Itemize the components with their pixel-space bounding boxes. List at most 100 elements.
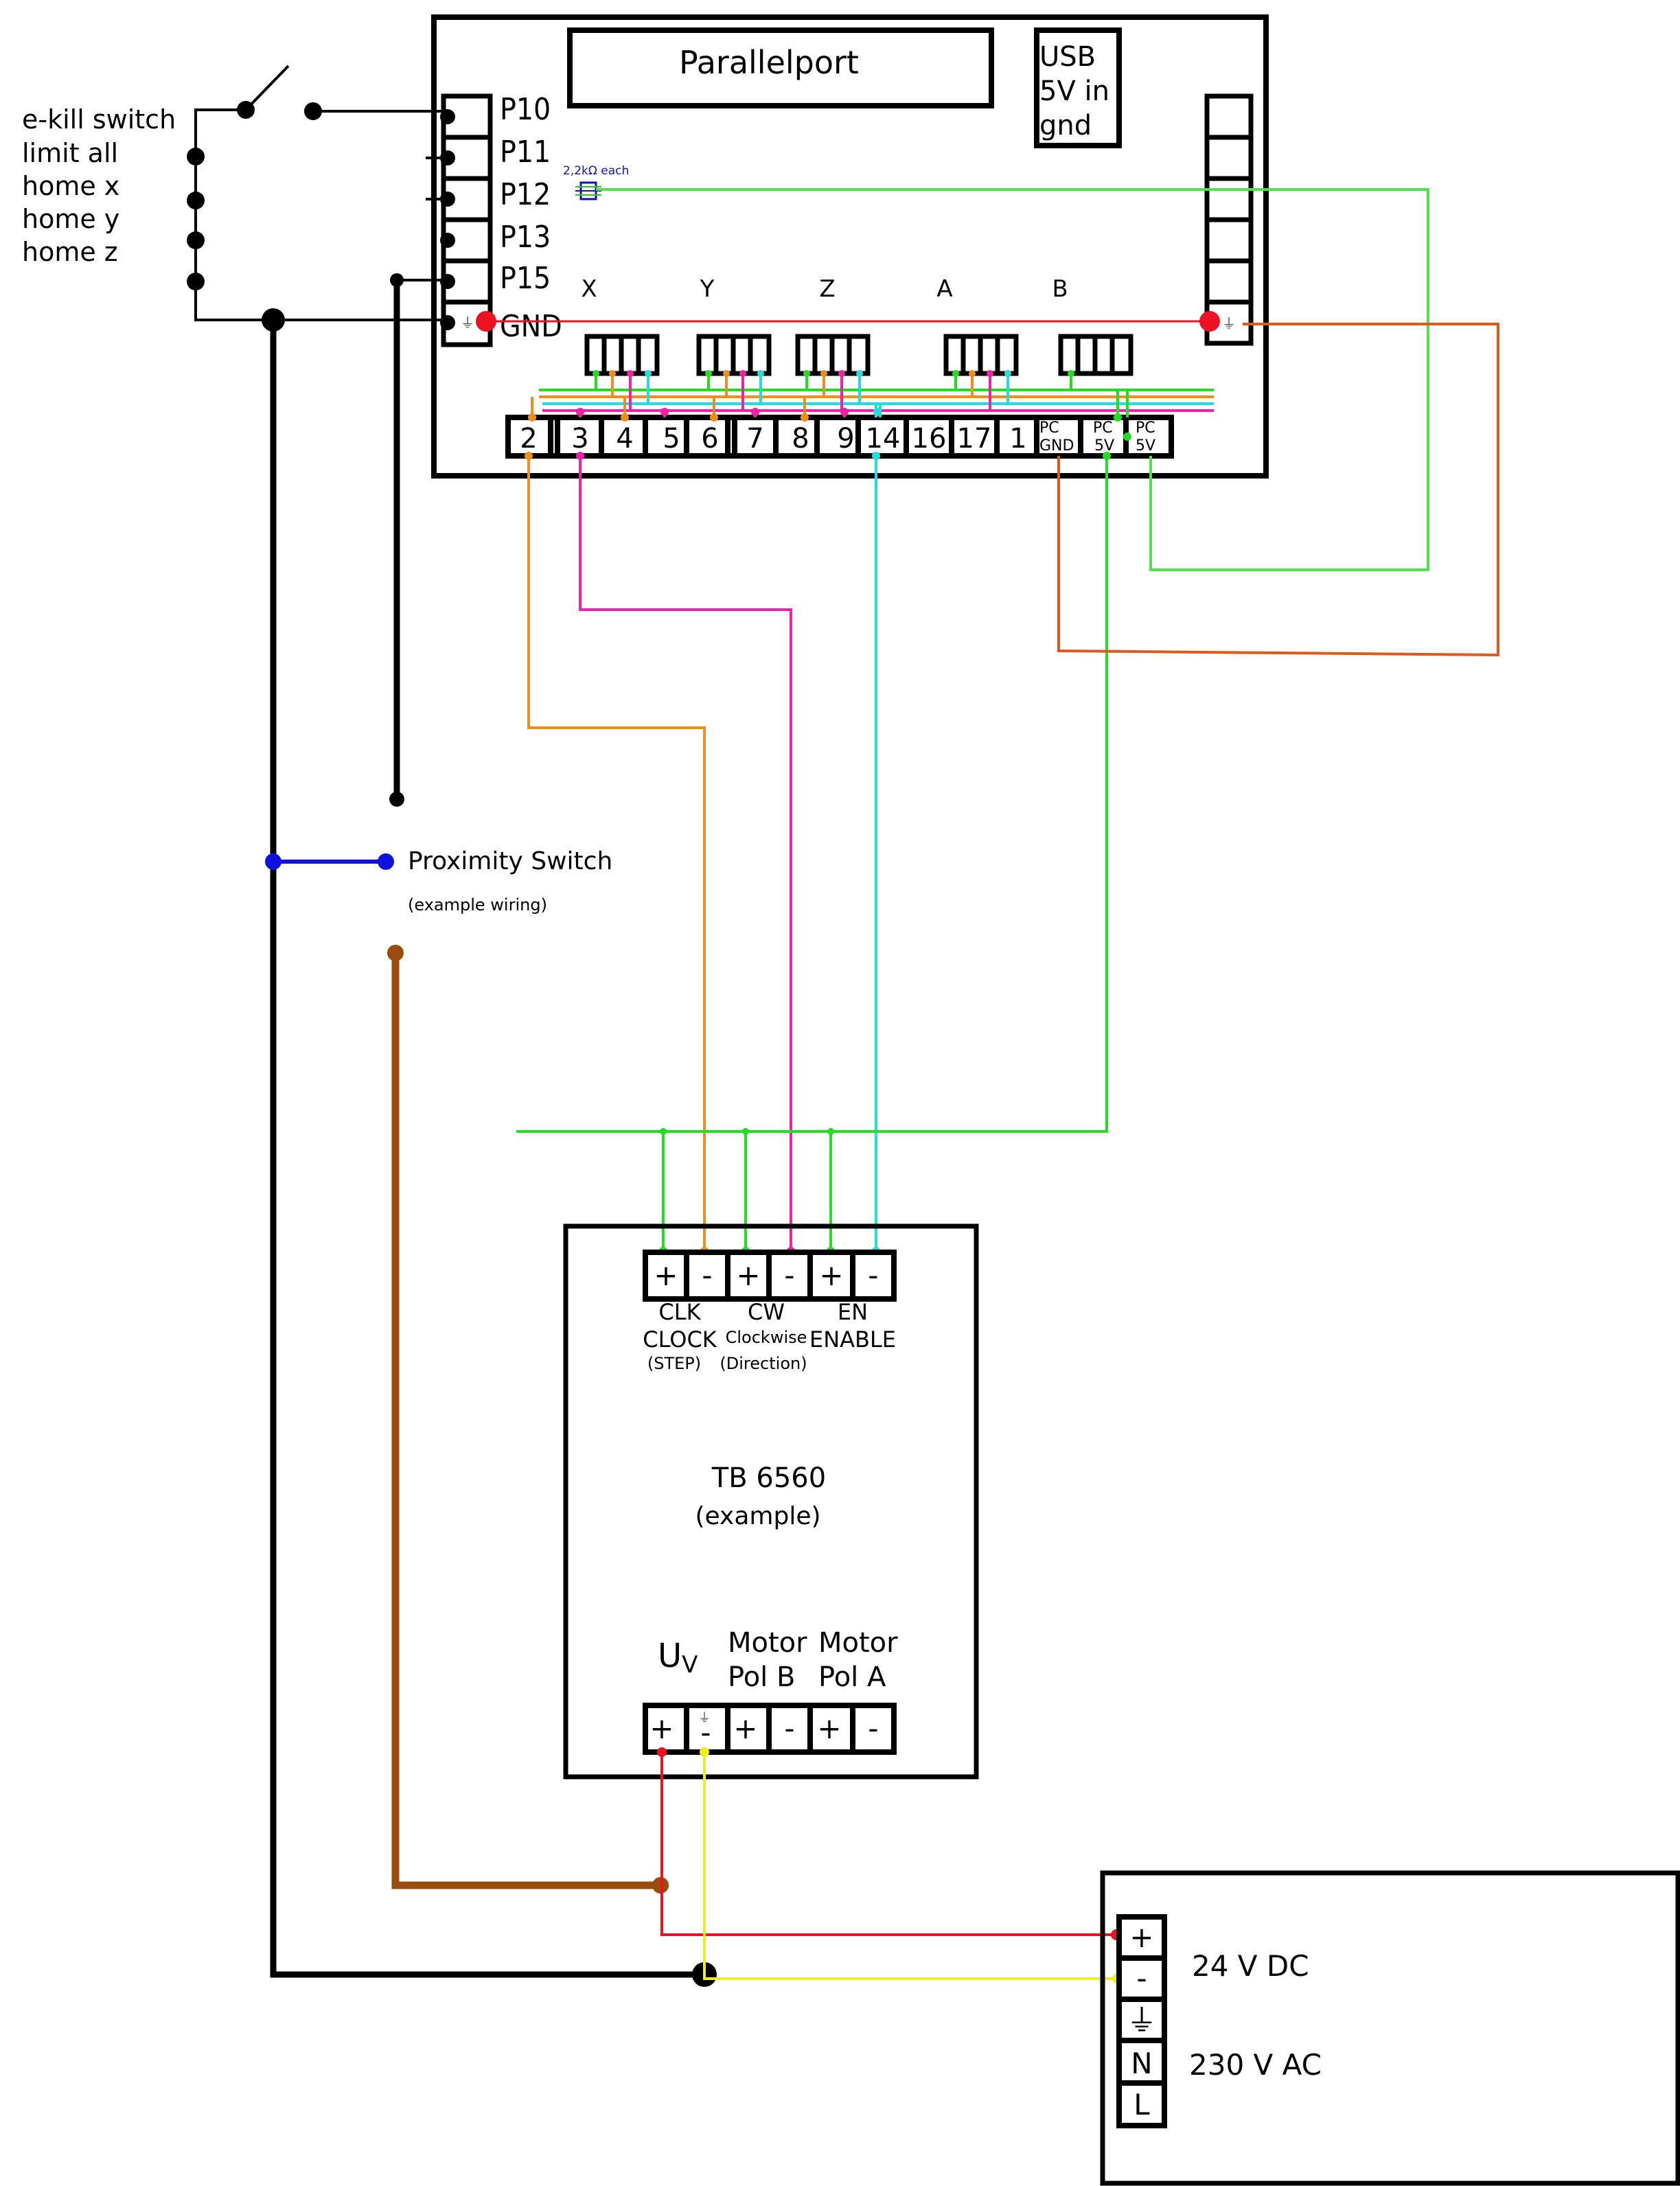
proximity-note: (example wiring) <box>408 895 547 914</box>
clockwise-label: Clockwise <box>726 1328 807 1347</box>
terminal-pc-5v-a-2: 5V <box>1094 437 1114 455</box>
gnd-rail-node-right <box>1199 311 1220 332</box>
psu-terminal-plus: + <box>1129 1920 1153 1954</box>
switch-label-home-y: home y <box>22 204 119 234</box>
driver-input-terminals <box>643 1250 897 1302</box>
gnd-rail-node-left <box>476 311 496 332</box>
motor-a-label-2: Pol A <box>818 1661 886 1693</box>
driver-in-terminal-1: + <box>654 1258 678 1292</box>
input-label-p10: P10 <box>500 92 551 127</box>
output-terminal-strip <box>505 415 1174 459</box>
parallelport-box <box>567 27 994 108</box>
clock-label: CLOCK <box>643 1326 717 1353</box>
ground-symbol-icon: ⏚ <box>698 1711 711 1725</box>
p15-node <box>390 273 404 287</box>
psu-ac-label: 230 V AC <box>1189 2048 1322 2082</box>
switch-contact-icon <box>187 101 322 290</box>
ground-symbol-icon: ⏚ <box>461 314 474 331</box>
terminal-8: 8 <box>792 423 809 455</box>
right-terminal-block <box>1204 93 1254 346</box>
axis-label-b: B <box>1052 275 1068 303</box>
proximity-signal-node <box>389 792 404 807</box>
uv-label: UV <box>658 1637 698 1679</box>
usb-label-3: gnd <box>1039 110 1092 141</box>
usb-box <box>1034 27 1122 148</box>
direction-label: (Direction) <box>720 1354 807 1373</box>
switch-label-limit-all: limit all <box>22 138 118 168</box>
limit-switch-chain <box>194 65 448 321</box>
driver-in-terminal-4: - <box>784 1258 794 1292</box>
driver-out-terminal-3: + <box>733 1712 757 1745</box>
usb-label-1: USB <box>1039 41 1096 73</box>
resistor-note: 2,2kΩ each <box>563 164 629 178</box>
input-label-p13: P13 <box>500 220 551 255</box>
psu-dc-label: 24 V DC <box>1192 1949 1309 1983</box>
psu-terminal-l: L <box>1134 2088 1150 2121</box>
axis-label-z: Z <box>819 275 835 303</box>
psu-terminal-n: N <box>1131 2047 1152 2080</box>
breakout-board: Parallelport USB 5V in gnd ⏚ P10 P11 P12… <box>431 14 1269 479</box>
axis-label-a: A <box>936 275 952 303</box>
cw-label: CW <box>748 1299 785 1325</box>
clk-label: CLK <box>658 1299 701 1325</box>
psu-terminals <box>1116 1914 1167 2128</box>
driver-out-terminal-6: - <box>868 1712 878 1745</box>
motor-b-label-2: Pol B <box>728 1661 795 1693</box>
driver-in-terminal-3: + <box>736 1258 760 1292</box>
driver-note: (example) <box>695 1502 820 1530</box>
axis-label-y: Y <box>700 275 715 303</box>
terminal-pc-gnd-1: PC <box>1039 419 1059 437</box>
signal-bus-dots <box>528 370 1131 441</box>
terminal-6: 6 <box>701 423 718 455</box>
driver-out-terminal-4: - <box>784 1712 794 1745</box>
terminal-16: 16 <box>912 423 947 455</box>
motor-b-label-1: Motor <box>728 1627 807 1659</box>
terminal-pc-gnd-2: GND <box>1039 437 1074 455</box>
proximity-switch <box>265 853 669 1894</box>
psu-terminal-minus: - <box>1136 1961 1147 1995</box>
power-wires <box>660 1752 1118 1980</box>
enable-label: ENABLE <box>809 1326 896 1353</box>
ground-symbol-icon: ⏚ <box>1127 2003 1157 2038</box>
axis-label-x: X <box>581 275 597 303</box>
terminal-2: 2 <box>520 423 537 455</box>
driver-out-terminal-5: + <box>817 1712 841 1745</box>
terminal-4: 4 <box>616 423 633 455</box>
terminal-5: 5 <box>663 423 680 455</box>
psu-outline <box>1100 1870 1680 2186</box>
terminal-3: 3 <box>571 423 588 455</box>
breakout-board-outline <box>431 14 1269 479</box>
input-label-p11: P11 <box>500 135 551 170</box>
parallelport-label: Parallelport <box>679 44 859 81</box>
motor-a-label-1: Motor <box>818 1627 898 1659</box>
ground-node-top <box>262 308 285 332</box>
ground-symbol-icon: ⏚ <box>1222 315 1236 332</box>
terminal-pc-5v-b-1: PC <box>1136 419 1155 437</box>
terminal-pc-5v-b-2: 5V <box>1136 437 1155 455</box>
terminal-14: 14 <box>866 423 901 455</box>
driver-in-terminal-2: - <box>702 1258 712 1292</box>
driver-output-terminals <box>643 1703 897 1755</box>
driver-in-terminal-5: + <box>819 1258 843 1292</box>
signal-bus <box>531 373 1214 417</box>
terminal-pc-5v-a-1: PC <box>1093 419 1113 437</box>
power-supply: + - ⏚ N L 24 V DC 230 V AC <box>1100 1870 1680 2186</box>
terminal-7: 7 <box>746 423 763 455</box>
ground-wiring <box>270 280 704 1978</box>
switch-label-home-z: home z <box>22 237 118 267</box>
usb-label-2: 5V in <box>1039 76 1109 107</box>
driver-outline <box>563 1223 979 1780</box>
driver-module: + - + - + - CLK CLOCK (STEP) CW Clockwis… <box>563 1223 979 1780</box>
input-terminal-block <box>441 93 493 347</box>
uv-plus-dot <box>657 1747 667 1757</box>
switch-label-ekill: e-kill switch <box>22 104 176 135</box>
terminal-9: 9 <box>837 423 854 455</box>
driver-out-terminal-1: + <box>649 1712 674 1745</box>
input-label-gnd: GND <box>500 309 562 344</box>
driver-name: TB 6560 <box>711 1462 826 1494</box>
terminal-17: 17 <box>957 423 992 455</box>
driver-out-terminal-2: - <box>700 1716 711 1749</box>
input-label-p12: P12 <box>500 177 551 212</box>
signal-wires <box>516 188 1499 1251</box>
